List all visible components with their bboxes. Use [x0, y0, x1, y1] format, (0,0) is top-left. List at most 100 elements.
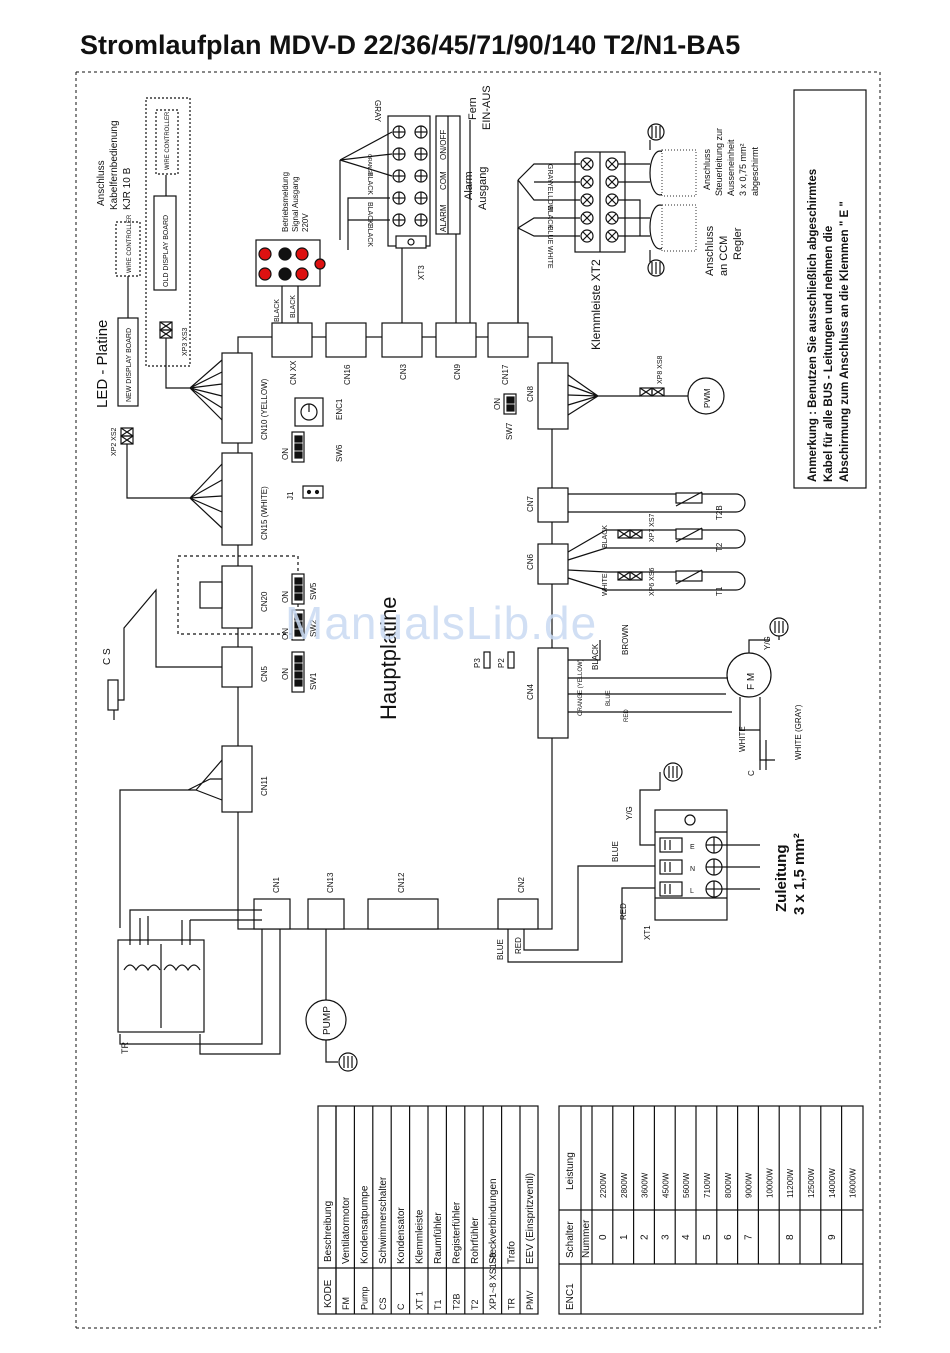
enc-power: 11200W [786, 1168, 795, 1198]
cn16-connector: CN16 [325, 322, 367, 385]
svg-text:Signal Ausgang: Signal Ausgang [291, 176, 300, 232]
svg-text:CN1: CN1 [272, 876, 281, 893]
svg-text:WIRE CONTROLLER: WIRE CONTROLLER [165, 111, 171, 170]
svg-text:L: L [690, 888, 694, 895]
cn20-connector: CN20 [177, 555, 299, 635]
svg-text:SW7: SW7 [505, 422, 514, 440]
remote-label-3: KJR 10 B [122, 167, 133, 210]
enc-power: 2200W [599, 1172, 608, 1198]
legend-description: EEV (Einspritzventil) [525, 1173, 536, 1264]
svg-text:BLACK: BLACK [591, 643, 600, 670]
cn8-connector: CN8 [526, 362, 569, 430]
legend-code: FM [341, 1297, 351, 1310]
svg-text:Betriebsmeldung: Betriebsmeldung [281, 172, 290, 232]
enc-power: 10000W [765, 1168, 774, 1198]
svg-text:CN11: CN11 [260, 776, 269, 796]
svg-text:T2B: T2B [715, 505, 724, 520]
svg-text:Y/G: Y/G [763, 636, 772, 650]
svg-text:Nummer: Nummer [581, 1219, 592, 1258]
svg-text:CN XX: CN XX [289, 360, 298, 385]
svg-text:CN3: CN3 [399, 363, 408, 380]
transformer-tr: TR [117, 916, 281, 1055]
enc-power: 5600W [682, 1172, 691, 1198]
svg-text:CN15 (WHITE): CN15 (WHITE) [260, 486, 269, 540]
page-title: Stromlaufplan MDV-D 22/36/45/71/90/140 T… [80, 30, 741, 60]
enc-power: 16000W [849, 1168, 858, 1198]
main-board-label: Hauptplatine [376, 596, 401, 720]
cn13-connector: CN13 [307, 872, 345, 930]
svg-text:ON: ON [281, 628, 290, 640]
cn11-connector: CN11 [221, 745, 269, 813]
enc-power: 14000W [828, 1168, 837, 1198]
legend-code: T2B [451, 1293, 461, 1310]
sensor-t2b: T2B [568, 491, 746, 520]
svg-text:ORANGE (YELLOW): ORANGE (YELLOW) [578, 659, 584, 716]
svg-text:Alarm: Alarm [463, 171, 475, 200]
svg-text:ON: ON [281, 448, 290, 460]
xp2-plug: XP2 XS2 [111, 427, 134, 456]
svg-text:T2: T2 [715, 542, 724, 552]
svg-text:CN13: CN13 [326, 872, 335, 893]
svg-text:3 x 0,75 mm²: 3 x 0,75 mm² [738, 143, 748, 196]
cn12-connector: CN12 [367, 872, 439, 930]
cnxx-connector: CN XX [271, 322, 313, 385]
remote-label-2: Kabelfernbedienung [109, 120, 120, 210]
svg-text:an CCM: an CCM [718, 236, 730, 276]
svg-text:Regler: Regler [732, 227, 744, 260]
legend-description: Ventilatormotor [341, 1196, 352, 1264]
cn7-connector: CN7 [526, 487, 569, 523]
svg-text:ENC1: ENC1 [565, 1283, 576, 1310]
svg-text:Ausgang: Ausgang [477, 167, 489, 210]
svg-text:Leistung: Leistung [565, 1152, 576, 1190]
svg-text:GRAY: GRAY [546, 164, 553, 184]
cn10-connector: CN10 (YELLOW) [221, 352, 269, 444]
svg-text:ENC1: ENC1 [335, 398, 344, 420]
svg-text:XT3: XT3 [417, 265, 426, 280]
svg-text:N: N [690, 866, 695, 873]
svg-text:P2: P2 [497, 658, 506, 668]
xt1-terminal: E N L XT1 [643, 809, 728, 940]
enc-power: 3600W [641, 1172, 650, 1198]
svg-text:PUMP: PUMP [322, 1006, 333, 1035]
cn17-connector: CN17 [487, 322, 529, 385]
svg-text:220V: 220V [301, 213, 310, 232]
legend-description: Kondensatpumpe [359, 1185, 370, 1264]
cn6-connector: CN6 [526, 543, 569, 585]
svg-text:ON: ON [281, 591, 290, 603]
svg-text:PWM: PWM [703, 388, 712, 408]
cn4-connector: CN4 [526, 647, 569, 739]
svg-text:F M: F M [746, 673, 757, 690]
svg-text:Anmerkung : Benutzen Sie aussc: Anmerkung : Benutzen Sie ausschließlich … [807, 169, 819, 482]
svg-text:BLUE: BLUE [546, 226, 553, 245]
svg-text:ALARM: ALARM [439, 204, 448, 232]
legend-description: Rohrfühler [470, 1217, 481, 1264]
svg-text:CN8: CN8 [526, 385, 535, 402]
sw5-switch: ON SW5 [281, 573, 318, 605]
svg-text:T1: T1 [715, 586, 724, 596]
enc-power: 4500W [661, 1172, 670, 1198]
new-display-board: NEW DISPLAY BOARD [117, 317, 139, 407]
legend-description: Klemmleiste [415, 1209, 426, 1264]
sw6-switch: ON SW6 [281, 431, 344, 463]
cn5-connector: CN5 [221, 646, 269, 688]
svg-text:CN17: CN17 [501, 364, 510, 385]
enc-switch-number: 4 [681, 1234, 692, 1240]
svg-text:ON: ON [281, 668, 290, 680]
svg-text:P3: P3 [473, 658, 482, 668]
j1-jumper: J1 [286, 485, 324, 500]
pwm-motor: PWM XP8 XS8 [567, 355, 725, 416]
cn15-connector: CN15 (WHITE) [221, 452, 269, 546]
svg-text:Steuerleitung zur: Steuerleitung zur [714, 128, 724, 196]
legend-table: KODE Beschreibung FMVentilatormotorPumpK… [317, 1105, 539, 1315]
xt2-terminal: GRAY YELLOW BLACK BLUE WHITE [517, 151, 650, 323]
svg-text:WHITE: WHITE [546, 246, 553, 269]
svg-text:ON: ON [493, 398, 502, 410]
cn3-connector: CN3 [381, 322, 423, 380]
legend-description: Steckverbindungen [488, 1178, 499, 1264]
legend-code: Pump [359, 1286, 369, 1310]
legend-description: Trafo [507, 1241, 518, 1264]
svg-text:CN12: CN12 [397, 872, 406, 893]
cn2-connector: CN2 [497, 876, 539, 930]
svg-text:TR: TR [120, 1042, 130, 1054]
